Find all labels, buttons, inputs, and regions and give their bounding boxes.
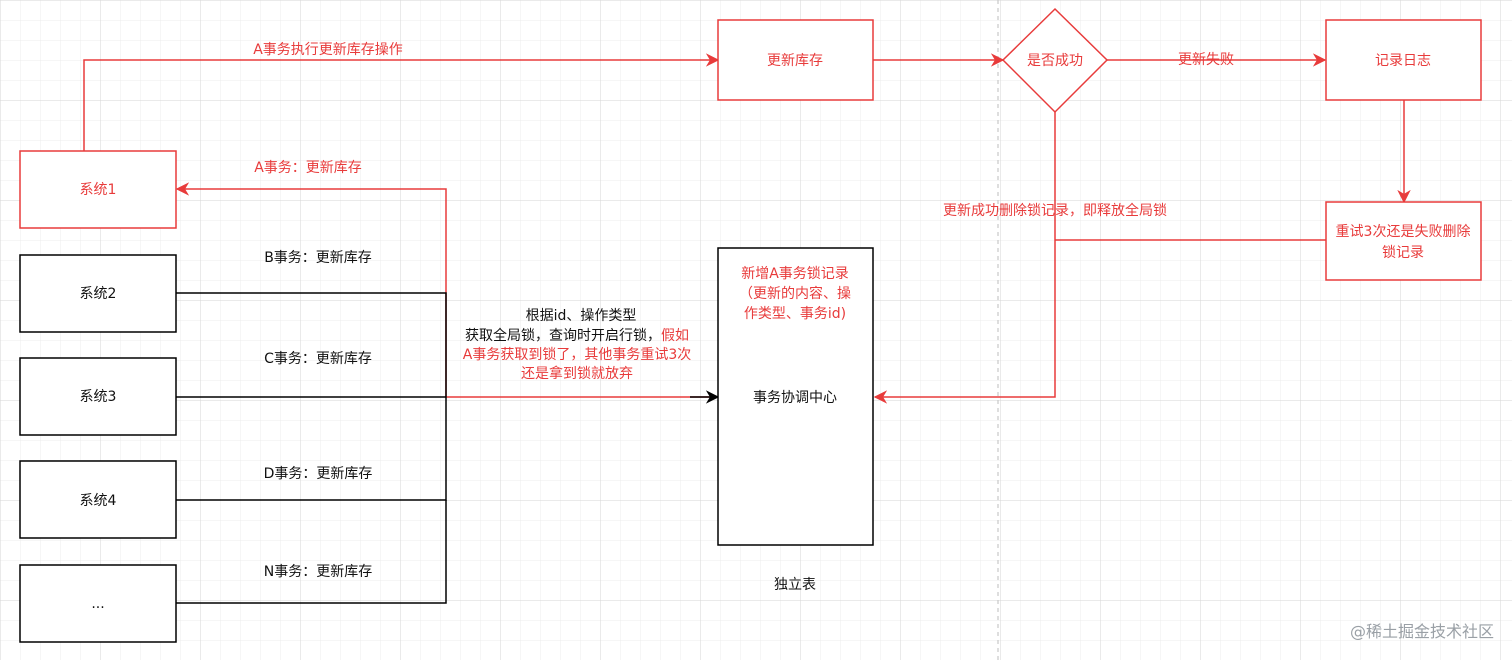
lock-note: 根据id、操作类型 获取全局锁，查询时开启行锁，假如 A事务获取到锁了，其他事务… [463, 308, 691, 382]
node-log-record: 记录日志 [1325, 19, 1482, 101]
node-system2: 系统2 [19, 254, 177, 333]
edge-system2 [176, 292, 447, 397]
node-retry-label-line1: 重试3次还是失败删除 [1336, 224, 1471, 240]
lock-note-line2: 获取全局锁，查询时开启行锁，假如 [465, 327, 689, 344]
node-system4-label: 系统4 [80, 493, 117, 509]
label-c-tx-update: C事务：更新库存 [264, 351, 372, 367]
lock-note-line1: 根据id、操作类型 [526, 308, 637, 324]
node-update-inventory-label: 更新库存 [767, 53, 823, 69]
node-system3: 系统3 [19, 357, 177, 436]
lock-note-line3: A事务获取到锁了，其他事务重试3次 [463, 347, 691, 363]
node-is-success: 是否成功 [1001, 7, 1109, 114]
lock-note-line4: 还是拿到锁就放弃 [521, 365, 633, 382]
node-retry: 重试3次还是失败删除 锁记录 [1325, 201, 1482, 281]
coordinator-title: 事务协调中心 [753, 390, 837, 406]
coordinator-note-line3: 作类型、事务id) [744, 306, 846, 322]
coordinator-note-line1: 新增A事务锁记录 [741, 266, 849, 282]
label-update-failed: 更新失败 [1178, 52, 1234, 68]
node-is-success-label: 是否成功 [1027, 53, 1083, 69]
label-n-tx-update: N事务：更新库存 [264, 564, 372, 580]
independent-table-label: 独立表 [774, 577, 816, 593]
lock-note-line2-red: 假如 [661, 328, 689, 344]
node-system2-label: 系统2 [80, 286, 117, 302]
coordinator-note-line2: （更新的内容、操 [739, 285, 851, 302]
edge-a-executes-update [83, 53, 720, 151]
node-retry-label-line2: 锁记录 [1382, 245, 1424, 261]
label-success-delete-lock: 更新成功删除锁记录，即释放全局锁 [943, 202, 1167, 219]
node-system-more: ... [19, 564, 177, 643]
node-log-record-label: 记录日志 [1375, 53, 1431, 69]
node-update-inventory: 更新库存 [717, 19, 874, 101]
watermark: @稀土掘金技术社区 [1350, 622, 1494, 641]
label-b-tx-update: B事务：更新库存 [264, 250, 372, 266]
label-a-executes-update: A事务执行更新库存操作 [253, 42, 403, 58]
node-system1-label: 系统1 [80, 182, 117, 198]
label-d-tx-update: D事务：更新库存 [264, 466, 373, 482]
node-system-more-label: ... [91, 596, 104, 612]
node-system3-label: 系统3 [80, 389, 117, 405]
node-system4: 系统4 [19, 460, 177, 539]
lock-note-line2-black: 获取全局锁，查询时开启行锁， [465, 327, 661, 344]
edge-system-more [176, 500, 447, 604]
node-system1: 系统1 [19, 150, 177, 229]
edge-success-delete-lock [873, 112, 1056, 404]
node-coordinator: 新增A事务锁记录 （更新的内容、操 作类型、事务id) 事务协调中心 [717, 247, 874, 546]
label-a-tx-update: A事务：更新库存 [254, 160, 362, 176]
